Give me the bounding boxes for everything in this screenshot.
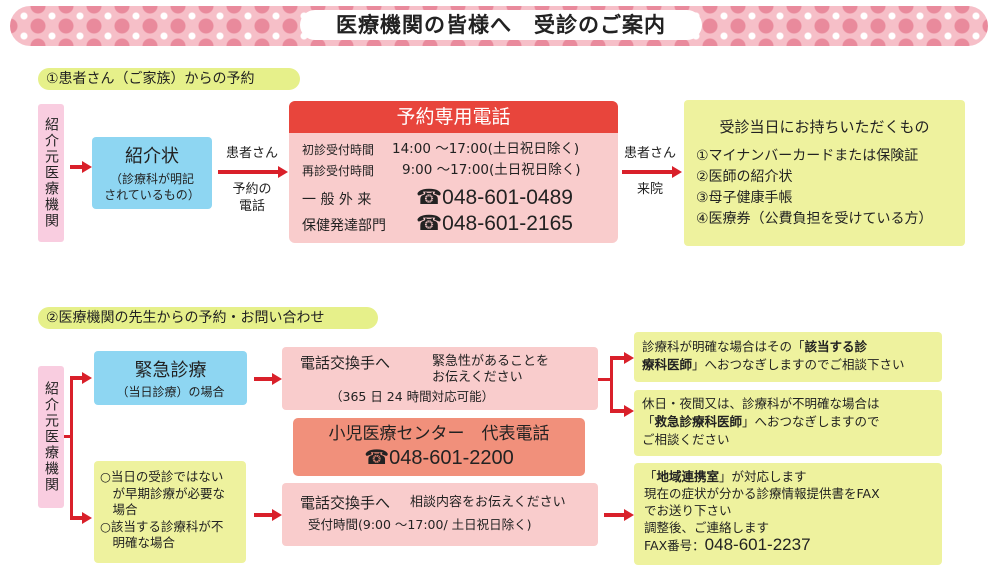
bring-item: ①マイナンバーカードまたは保険証 <box>696 148 919 164</box>
result3-text-b: 地域連携室 <box>656 469 720 484</box>
arrow-icon <box>604 509 634 521</box>
revisit-hours: 9:00 ～17:00(土日祝日除く) <box>402 162 581 178</box>
bring-item: ②医師の紹介状 <box>696 169 793 185</box>
result1-text-a: 診療科が明確な場合はその「 <box>642 339 805 354</box>
fax-number: 048-601-2237 <box>704 535 811 554</box>
referral-note2: されているもの） <box>104 188 200 202</box>
result2-text-d: 」へおつなぎしますので <box>742 414 880 429</box>
nonurgent-line: 明確な場合 <box>100 535 176 550</box>
regional-coordination-box: 「地域連携室」が対応します 現在の症状が分かる診療情報提供書をFAX でお送り下… <box>634 463 942 565</box>
referral-note1: （診療科が明記 <box>109 172 194 186</box>
emergency-box: 緊急診療 （当日診療）の場合 <box>94 351 247 405</box>
health-development-label: 保健発達部門 <box>302 218 386 234</box>
emergency-sub: （当日診療）の場合 <box>116 385 225 399</box>
connector <box>64 435 72 438</box>
arrow1-label3: 電話 <box>238 199 265 214</box>
arrow-icon <box>610 352 634 364</box>
bring-item: ③母子健康手帳 <box>696 190 793 206</box>
emergency-title: 緊急診療 <box>134 360 207 381</box>
connector <box>610 357 613 411</box>
nonurgent-line: ○該当する診療科が不 <box>100 518 224 534</box>
general-outpatient-phone: ☎048-601-0489 <box>416 186 573 209</box>
result3-text-f: 調整後、ご連絡します <box>644 520 770 535</box>
urgency-text: 緊急性があることを <box>432 354 550 369</box>
arrow-icon <box>622 166 682 178</box>
bring-item: ④医療券（公費負担を受けている方） <box>696 211 933 227</box>
arrow-icon <box>254 509 282 521</box>
referral-letter-box: 紹介状 （診療科が明記 されているもの） <box>92 137 212 209</box>
specialist-result-box: 診療科が明確な場合はその「該当する診 療科医師」へおつなぎしますのでご相談下さい <box>634 332 942 382</box>
arrow2-label1: 患者さん <box>623 146 676 161</box>
result2-text-e: ご相談ください <box>642 432 730 447</box>
reception-hours: 受付時間(9:00 ～17:00/ 土日祝日除く) <box>308 517 532 532</box>
first-visit-label: 初診受付時間 <box>302 143 375 157</box>
fax-label: FAX番号： <box>644 538 705 553</box>
items-to-bring-box: 受診当日にお持ちいただくもの ①マイナンバーカードまたは保険証 ②医師の紹介状 … <box>684 100 965 246</box>
result3-text-d: 現在の症状が分かる診療情報提供書をFAX <box>644 486 880 501</box>
general-outpatient-label: 一 般 外 来 <box>302 192 372 208</box>
center-title: 小児医療センター 代表電話 <box>328 424 550 444</box>
operator-consult-box: 電話交換手へ 相談内容をお伝えください 受付時間(9:00 ～17:00/ 土日… <box>282 483 598 546</box>
referral-title: 紹介状 <box>125 146 179 167</box>
arrow-icon <box>610 405 634 417</box>
arrow2-label2: 来院 <box>636 182 663 197</box>
result3-text-e: でお送り下さい <box>644 503 732 518</box>
arrow-icon <box>70 372 92 384</box>
result1-text-c: 療科医師 <box>642 357 693 372</box>
first-visit-hours: 14:00 ～17:00(土日祝日除く) <box>392 141 580 157</box>
health-development-phone: ☎048-601-2165 <box>416 212 573 235</box>
consult-text: 相談内容をお伝えください <box>410 495 566 510</box>
section2-header: ②医療機関の先生からの予約・お問い合わせ <box>38 307 378 329</box>
arrow1-label2: 予約の <box>232 182 272 197</box>
emergency-result-box: 休日・夜間又は、診療科が不明確な場合は 「救急診療科医師」へおつなぎしますので … <box>634 390 942 456</box>
connector <box>598 378 612 381</box>
operator-label: 電話交換手へ <box>300 494 391 512</box>
revisit-label: 再診受付時間 <box>302 164 375 178</box>
reservation-title: 予約専用電話 <box>289 101 618 133</box>
operator-label: 電話交換手へ <box>300 354 391 372</box>
result2-text-c: 救急診療科医師 <box>654 414 743 429</box>
result3-text-c: 」が対応します <box>719 469 807 484</box>
result2-text-b: 「 <box>642 414 655 429</box>
result2-text-a: 休日・夜間又は、診療科が不明確な場合は <box>642 396 880 411</box>
arrow-icon <box>70 161 92 173</box>
non-urgent-box: ○当日の受診ではない が早期診療が必要な 場合 ○該当する診療科が不 明確な場合 <box>94 461 246 563</box>
arrow1-label1: 患者さん <box>225 146 278 161</box>
section1-origin: 紹介元医療機関 <box>38 104 64 242</box>
arrow-icon <box>254 373 282 385</box>
page-title: 医療機関の皆様へ 受診のご案内 <box>300 10 702 40</box>
please-inform-text: お伝えください <box>432 370 523 385</box>
availability-text: （365 日 24 時間対応可能） <box>330 389 495 404</box>
center-phone: ☎048-601-2200 <box>364 447 514 469</box>
operator-emergency-box: 電話交換手へ 緊急性があることを お伝えください （365 日 24 時間対応可… <box>282 347 598 410</box>
arrow-icon <box>70 512 92 524</box>
nonurgent-line: が早期診療が必要な <box>100 485 226 501</box>
section1-header: ①患者さん（ご家族）からの予約 <box>38 68 300 90</box>
center-phone-box: 小児医療センター 代表電話 ☎048-601-2200 <box>293 418 585 476</box>
arrow-icon <box>218 166 288 178</box>
nonurgent-line: 場合 <box>100 502 138 517</box>
connector <box>70 377 73 517</box>
nonurgent-line: ○当日の受診ではない <box>100 469 224 484</box>
section2-origin: 紹介元医療機関 <box>38 366 64 508</box>
result1-text-b: 該当する診 <box>804 339 868 354</box>
result1-text-d: 」へおつなぎしますのでご相談下さい <box>692 357 905 372</box>
result3-text-a: 「 <box>644 469 657 484</box>
items-to-bring-title: 受診当日にお持ちいただくもの <box>719 118 930 136</box>
